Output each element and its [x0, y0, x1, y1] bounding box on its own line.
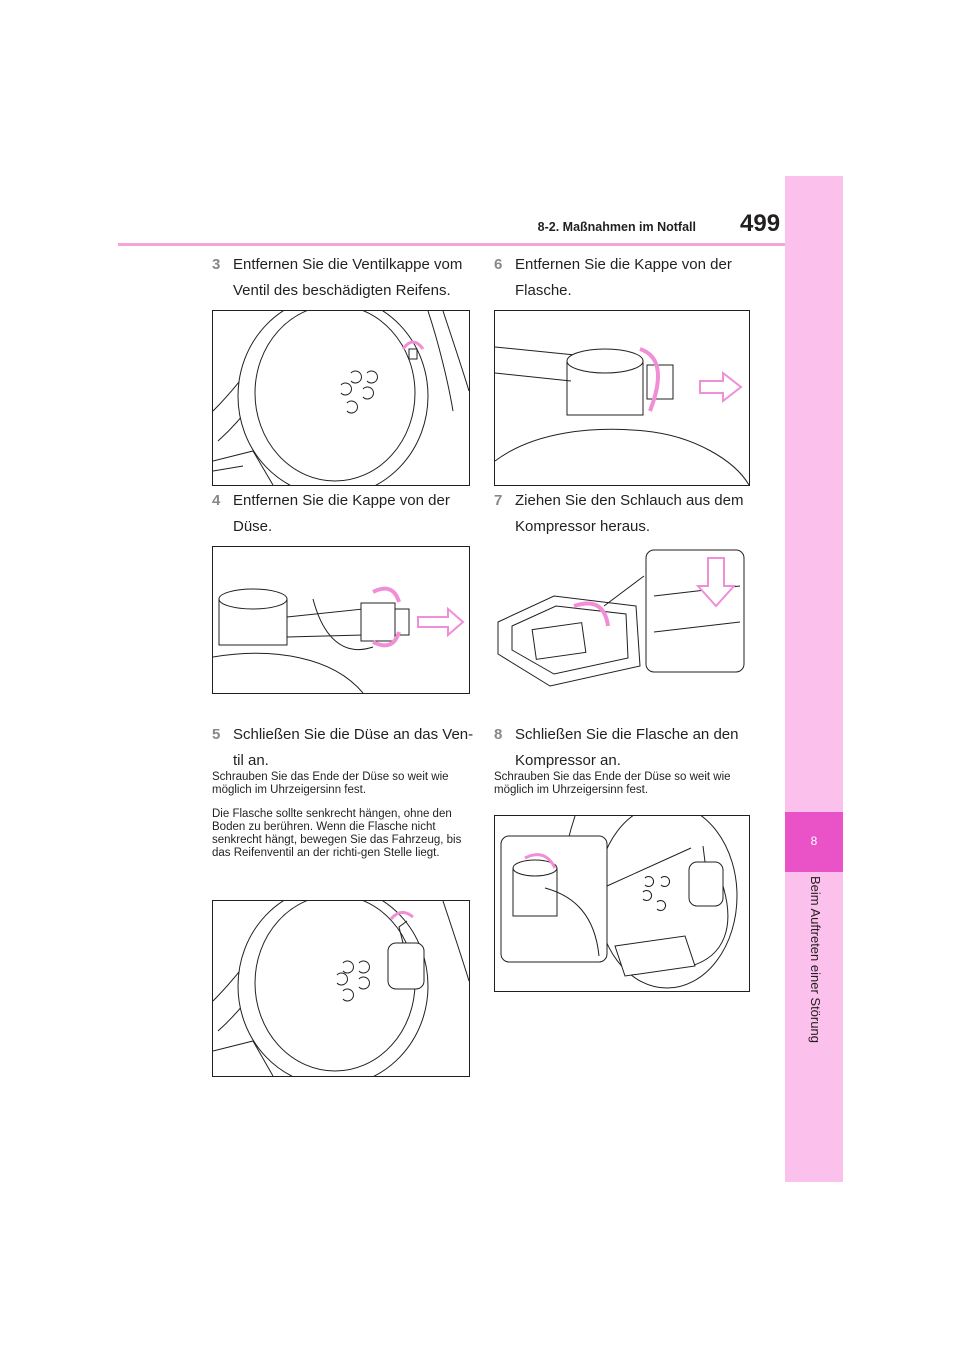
- step-text: Entfernen Sie die Kappe von der Düse.: [233, 492, 450, 535]
- chapter-title: Beim Auftreten einer Störung: [808, 876, 823, 1043]
- step-5-note-bottle-position: Die Flasche sollte senkrecht hängen, ohn…: [212, 808, 462, 859]
- step-number: 3: [212, 256, 221, 273]
- figure-remove-bottle-cap: [494, 310, 750, 486]
- figure-pull-hose-from-compressor: [494, 546, 748, 700]
- step-number: 4: [212, 492, 221, 509]
- header-divider: [118, 243, 785, 246]
- figure-remove-nozzle-cap: [212, 546, 470, 694]
- page-number: 499: [740, 210, 781, 237]
- step-5-note-tighten: Schrauben Sie das Ende der Düse so weit …: [212, 771, 449, 796]
- step-text: Schließen Sie die Düse an das Ven-til an…: [233, 726, 474, 769]
- step-number: 5: [212, 726, 221, 743]
- chapter-sidebar: 8 Beim Auftreten einer Störung: [785, 176, 843, 1182]
- step-number: 7: [494, 492, 503, 509]
- step-text: Schließen Sie die Flasche an den Kompres…: [515, 726, 739, 769]
- figure-connect-nozzle-to-valve: [212, 900, 470, 1077]
- step-text: Ziehen Sie den Schlauch aus dem Kompress…: [515, 492, 744, 535]
- step-text: Entfernen Sie die Kappe von der Flasche.: [515, 256, 732, 299]
- step-8-note-tighten: Schrauben Sie das Ende der Düse so weit …: [494, 771, 731, 796]
- step-text: Entfernen Sie die Ventilkappe vom Ventil…: [233, 256, 463, 299]
- chapter-tab[interactable]: 8: [785, 812, 843, 872]
- step-number: 8: [494, 726, 503, 743]
- step-number: 6: [494, 256, 503, 273]
- figure-remove-valve-cap: [212, 310, 470, 486]
- figure-connect-bottle-to-compressor: [494, 815, 750, 992]
- section-title: 8-2. Maßnahmen im Notfall: [537, 220, 696, 234]
- chapter-number: 8: [810, 834, 818, 848]
